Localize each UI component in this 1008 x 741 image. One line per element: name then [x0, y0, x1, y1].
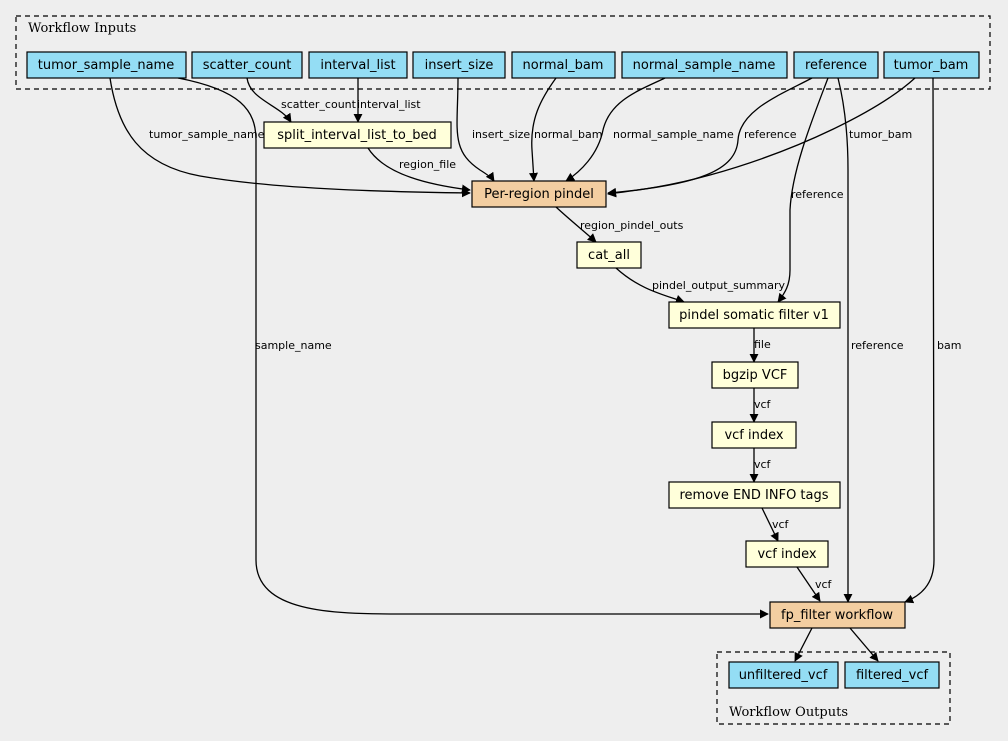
- edge-fp-filter-to-filtered-vcf: [849, 627, 879, 662]
- node-label: vcf index: [724, 428, 783, 443]
- edge-label: normal_sample_name: [613, 128, 734, 141]
- edge-label: reference: [791, 188, 844, 201]
- edge-tumor-bam-to-fp-filter: bam: [904, 77, 961, 604]
- node-label: pindel somatic filter v1: [679, 308, 829, 323]
- edge-label: region_file: [399, 158, 456, 171]
- edge-vcf-index-to-remove-end: vcf: [749, 448, 772, 483]
- node-label: tumor_sample_name: [38, 58, 174, 73]
- edge-label: normal_bam: [534, 128, 602, 141]
- edge-normal-bam-to-pindel: normal_bam: [528, 77, 602, 182]
- node-label: insert_size: [425, 58, 494, 73]
- node-label: fp_filter workflow: [781, 608, 893, 623]
- edge-label: bam: [937, 339, 961, 352]
- edge-label: reference: [744, 128, 797, 141]
- edge-label: tumor_sample_name: [149, 128, 265, 141]
- node-label: normal_bam: [523, 58, 604, 73]
- node-label: remove END INFO tags: [679, 488, 828, 503]
- edge-fp-filter-to-unfiltered-vcf: [794, 627, 813, 662]
- edge-label: reference: [851, 339, 904, 352]
- input-tumor-sample-name[interactable]: tumor_sample_name: [26, 51, 187, 79]
- edge-pindel-to-cat-all: region_pindel_outs: [555, 206, 684, 243]
- workflow-outputs-cluster: Workflow Outputs: [716, 651, 951, 725]
- edge-reference-to-fp-filter: reference: [837, 77, 904, 603]
- edge-label: vcf: [772, 518, 790, 531]
- node-label: interval_list: [320, 58, 395, 73]
- edge-bgzip-to-vcf-index: vcf: [749, 388, 772, 423]
- workflow-outputs-label: Workflow Outputs: [729, 705, 848, 720]
- node-label: vcf index: [757, 547, 816, 562]
- node-label: filtered_vcf: [856, 668, 929, 683]
- step-remove-end-info-tags[interactable]: remove END INFO tags: [668, 481, 841, 509]
- node-label: cat_all: [588, 248, 630, 263]
- node-label: unfiltered_vcf: [739, 668, 828, 683]
- step-fp-filter-workflow[interactable]: fp_filter workflow: [769, 601, 906, 629]
- step-cat-all[interactable]: cat_all: [576, 241, 642, 269]
- edge-remove-end-to-vcf-index: vcf: [761, 507, 790, 542]
- input-tumor-bam[interactable]: tumor_bam: [883, 51, 980, 79]
- node-label: normal_sample_name: [633, 58, 776, 73]
- edge-label: sample_name: [255, 339, 332, 352]
- workflow-inputs-cluster: Workflow Inputs: [15, 15, 991, 90]
- edge-scatter-count-to-split: scatter_count: [246, 77, 357, 123]
- edge-label: scatter_count: [281, 98, 357, 111]
- node-label: scatter_count: [203, 58, 292, 73]
- node-label: bgzip VCF: [723, 368, 788, 383]
- step-pindel-somatic-filter-v1[interactable]: pindel somatic filter v1: [668, 301, 841, 329]
- step-per-region-pindel[interactable]: Per-region pindel: [471, 180, 607, 208]
- edge-label: interval_list: [357, 98, 421, 111]
- edge-cat-all-to-somatic-filter: pindel_output_summary: [615, 267, 785, 304]
- node-label: Per-region pindel: [484, 187, 594, 202]
- workflow-inputs-label: Workflow Inputs: [28, 21, 136, 36]
- edge-insert-size-to-pindel: insert_size: [456, 77, 530, 182]
- step-vcf-index-1[interactable]: vcf index: [711, 421, 797, 449]
- input-normal-bam[interactable]: normal_bam: [511, 51, 616, 79]
- input-normal-sample-name[interactable]: normal_sample_name: [621, 51, 788, 79]
- edge-label: pindel_output_summary: [652, 279, 785, 292]
- edge-label: vcf: [815, 578, 833, 591]
- edge-label: region_pindel_outs: [580, 219, 684, 232]
- step-vcf-index-2[interactable]: vcf index: [745, 540, 829, 568]
- edge-label: tumor_bam: [849, 128, 912, 141]
- edge-interval-list-to-split: interval_list: [353, 78, 421, 123]
- edge-tumor-sample-name-to-fp-filter: sample_name: [177, 77, 769, 619]
- output-unfiltered-vcf[interactable]: unfiltered_vcf: [728, 661, 839, 689]
- input-reference[interactable]: reference: [793, 51, 879, 79]
- edge-tumor-bam-to-pindel: tumor_bam: [607, 77, 916, 198]
- edge-label: file: [754, 338, 771, 351]
- edge-label: insert_size: [472, 128, 530, 141]
- input-scatter-count[interactable]: scatter_count: [191, 51, 303, 79]
- edge-vcf-index-to-fp-filter: vcf: [796, 566, 833, 602]
- input-interval-list[interactable]: interval_list: [308, 51, 408, 79]
- edge-tumor-sample-name-to-pindel: tumor_sample_name: [109, 77, 471, 198]
- node-label: tumor_bam: [894, 58, 969, 73]
- node-label: split_interval_list_to_bed: [277, 128, 437, 143]
- edge-label: vcf: [754, 458, 772, 471]
- edge-split-to-pindel: region_file: [367, 147, 471, 194]
- edge-label: vcf: [754, 398, 772, 411]
- edge-reference-to-somatic-filter: reference: [777, 77, 844, 303]
- step-split-interval-list-to-bed[interactable]: split_interval_list_to_bed: [263, 121, 452, 149]
- node-label: reference: [805, 58, 867, 73]
- edge-somatic-filter-to-bgzip: file: [749, 328, 771, 363]
- output-filtered-vcf[interactable]: filtered_vcf: [844, 661, 940, 689]
- edge-normal-sample-name-to-pindel: normal_sample_name: [565, 77, 734, 182]
- edges: tumor_sample_name sample_name scatter_co…: [109, 77, 961, 662]
- step-bgzip-vcf[interactable]: bgzip VCF: [711, 361, 799, 389]
- input-insert-size[interactable]: insert_size: [412, 51, 506, 79]
